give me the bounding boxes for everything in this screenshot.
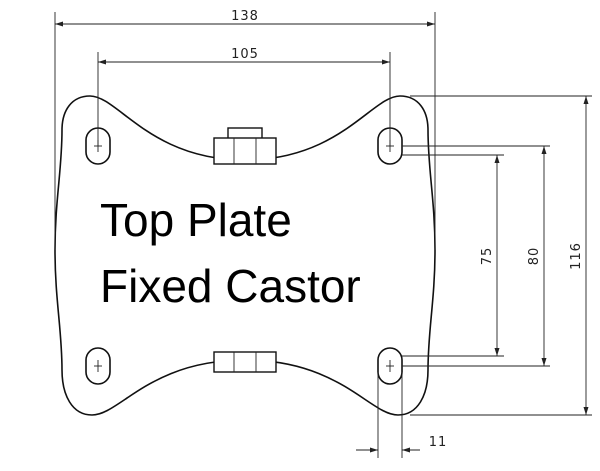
svg-text:138: 138 (231, 9, 259, 24)
top-plate-outline (54, 95, 436, 416)
dimension-hole-diameter: 11 (356, 372, 448, 458)
dimension-overall-length: 116 (569, 96, 589, 415)
svg-text:11: 11 (429, 435, 448, 450)
dimension-outer-spacing-length: 80 (527, 146, 547, 366)
title-line-2: Fixed Castor (100, 260, 361, 312)
dimension-overall-width: 138 (54, 9, 436, 250)
svg-text:116: 116 (569, 242, 584, 270)
svg-text:75: 75 (480, 247, 495, 266)
title-line-1: Top Plate (100, 194, 292, 246)
dimension-hole-spacing-width: 105 (97, 47, 391, 146)
bottom-nut (213, 351, 277, 373)
svg-text:80: 80 (527, 247, 542, 266)
top-nut (213, 127, 277, 165)
svg-text:105: 105 (231, 47, 259, 62)
hole-bottom-right (377, 347, 403, 385)
hole-bottom-left (85, 347, 111, 385)
dimension-hole-spacing-length: 75 (480, 155, 500, 356)
